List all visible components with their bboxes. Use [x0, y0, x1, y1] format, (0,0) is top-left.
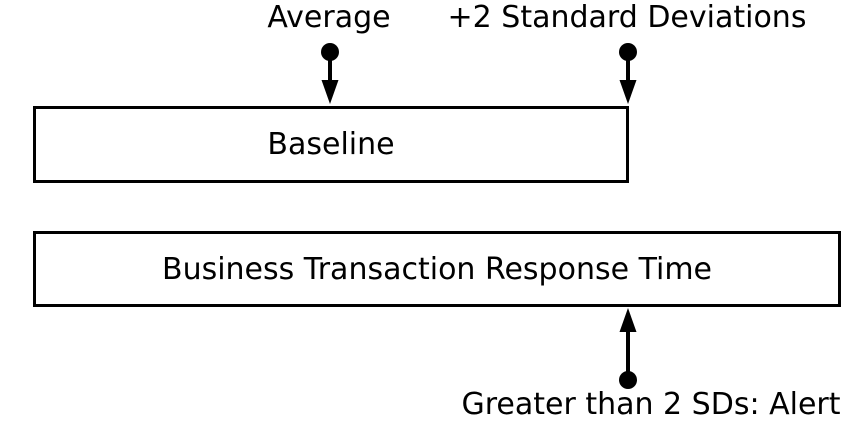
- business-transaction-response-time-box: Business Transaction Response Time: [33, 231, 841, 307]
- plus-two-sd-label: +2 Standard Deviations: [447, 0, 807, 35]
- alert-label: Greater than 2 SDs: Alert: [461, 387, 841, 422]
- baseline-box: Baseline: [33, 106, 629, 183]
- average-arrow-down-icon: [321, 43, 339, 104]
- business-transaction-response-time-label: Business Transaction Response Time: [161, 251, 713, 287]
- two-sd-arrow-down-icon: [619, 43, 637, 104]
- baseline-box-label: Baseline: [267, 127, 395, 162]
- alert-arrow-up-icon: [619, 308, 637, 389]
- average-label: Average: [267, 0, 391, 35]
